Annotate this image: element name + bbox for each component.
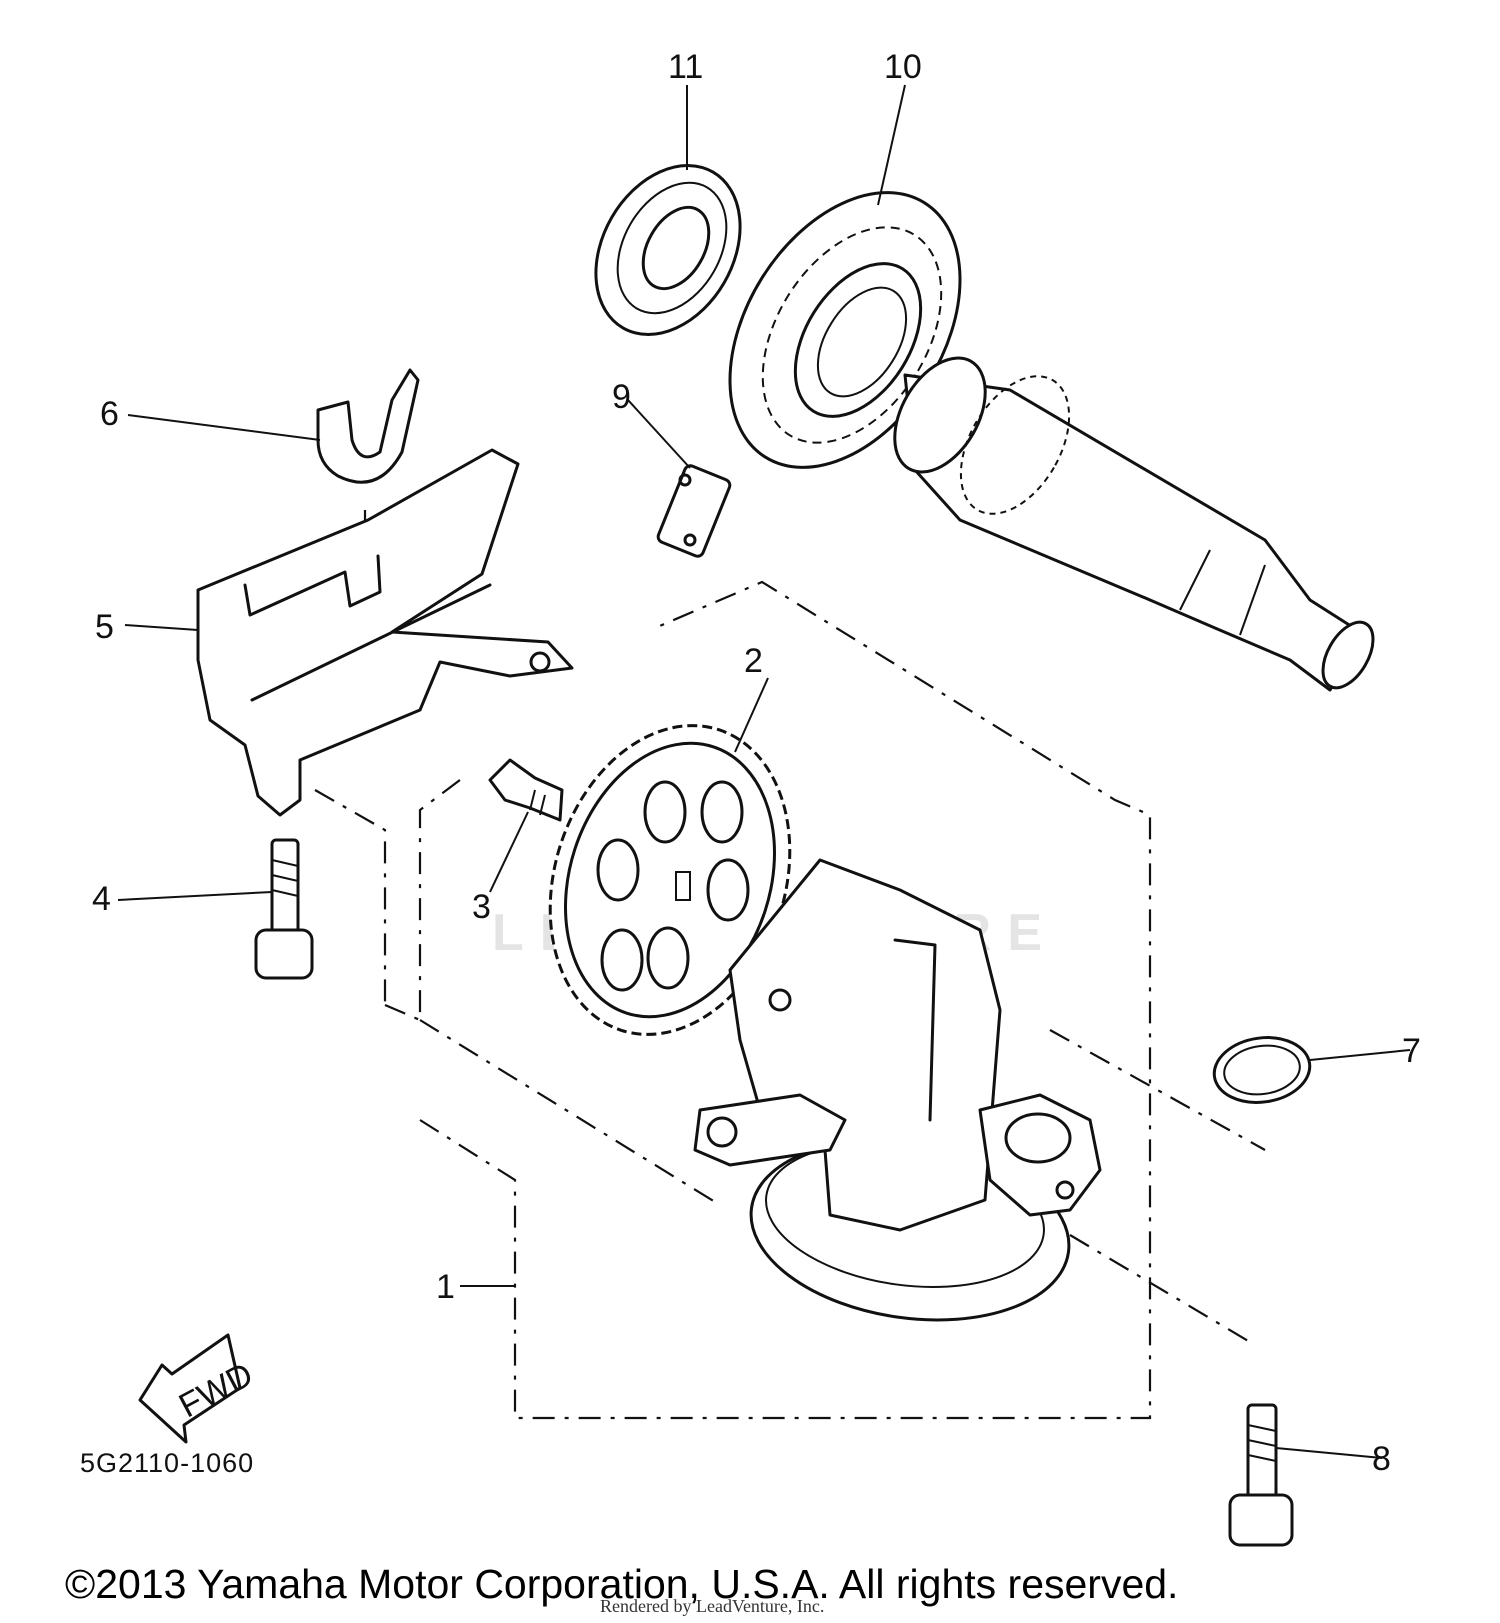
part-label-1: 1 <box>436 1268 455 1306</box>
bolt-3-part <box>488 758 564 822</box>
part-label-7: 7 <box>1402 1032 1421 1070</box>
part-labels: 11 10 9 6 5 2 4 3 7 1 8 <box>92 48 1421 1478</box>
forward-arrow-icon: FWD <box>138 1333 259 1444</box>
bolt-8-part <box>1228 1403 1294 1547</box>
render-overlay-text: Rendered by LeadVenture, Inc. <box>600 1596 824 1616</box>
bolt-4-part <box>254 838 314 980</box>
oil-pump-part <box>693 858 1102 1322</box>
oil-seal-part <box>594 164 742 336</box>
o-ring-part <box>1212 1036 1312 1104</box>
clip-part <box>316 368 420 484</box>
part-label-6: 6 <box>100 395 119 433</box>
part-label-3: 3 <box>472 888 491 926</box>
assembly-boundary <box>314 510 1266 1420</box>
part-label-9: 9 <box>612 378 631 416</box>
drawing-code: 5G2110-1060 <box>80 1448 254 1478</box>
part-label-10: 10 <box>884 48 922 86</box>
guide-bracket-part <box>196 448 574 817</box>
copyright-text: ©2013 Yamaha Motor Corporation, U.S.A. A… <box>65 1561 1178 1607</box>
part-label-8: 8 <box>1372 1440 1391 1478</box>
crankshaft <box>893 356 1375 692</box>
chain-joint-part <box>656 464 732 558</box>
leader-lines <box>117 84 1411 1459</box>
part-label-4: 4 <box>92 880 111 918</box>
part-label-11: 11 <box>668 48 703 86</box>
part-label-5: 5 <box>95 608 114 646</box>
drive-gear-part <box>728 191 962 469</box>
part-label-2: 2 <box>744 642 763 680</box>
